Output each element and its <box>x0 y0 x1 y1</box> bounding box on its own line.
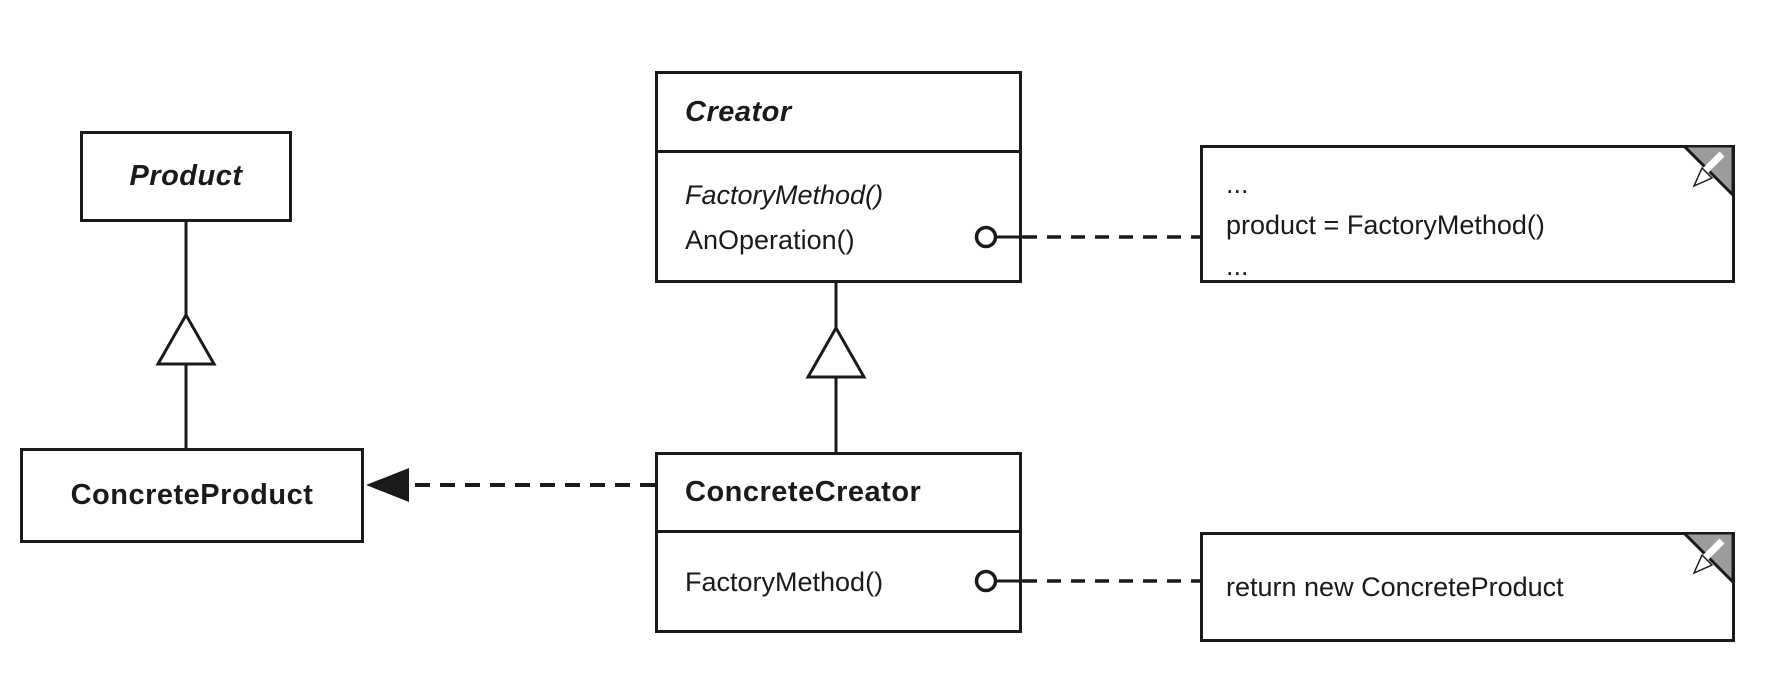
class-name-compartment-creator: Creator <box>658 74 1019 153</box>
note-line: ... <box>1226 251 1249 281</box>
dog-ear-fold-icon <box>1683 532 1735 584</box>
method-factory-method-concrete: FactoryMethod() <box>685 567 884 597</box>
class-name-compartment-concrete-creator: ConcreteCreator <box>658 455 1019 533</box>
note-line: product = FactoryMethod() <box>1226 210 1545 240</box>
note-concrete-creator-pseudocode: return new ConcreteProduct <box>1200 532 1735 642</box>
class-name-creator: Creator <box>685 95 792 128</box>
fold-highlight <box>1701 538 1725 562</box>
class-name-concrete-product: ConcreteProduct <box>70 479 314 511</box>
fold-highlight <box>1701 151 1725 175</box>
class-name-product: Product <box>129 160 243 192</box>
method-compartment-creator: FactoryMethod() AnOperation() <box>658 153 1019 263</box>
filled-arrowhead-icon <box>366 468 409 502</box>
dog-ear-fold-icon <box>1683 145 1735 197</box>
note-creator-pseudocode: ... product = FactoryMethod() ... <box>1200 145 1735 283</box>
method-an-operation: AnOperation() <box>685 225 855 255</box>
class-box-product: Product <box>80 131 292 222</box>
note-line: return new ConcreteProduct <box>1226 571 1564 602</box>
fold-curl-arrow <box>1692 166 1714 188</box>
note-line: ... <box>1226 169 1249 199</box>
inheritance-triangle-icon <box>805 324 867 379</box>
class-box-creator: Creator FactoryMethod() AnOperation() <box>655 71 1022 283</box>
fold-curl-arrow <box>1692 553 1714 575</box>
class-box-concrete-creator: ConcreteCreator FactoryMethod() <box>655 452 1022 633</box>
inheritance-triangle-icon <box>155 311 217 366</box>
method-factory-method-abstract: FactoryMethod() <box>685 180 884 210</box>
method-compartment-concrete-creator: FactoryMethod() <box>658 533 1019 605</box>
class-box-concrete-product: ConcreteProduct <box>20 448 364 543</box>
class-name-concrete-creator: ConcreteCreator <box>685 476 922 508</box>
